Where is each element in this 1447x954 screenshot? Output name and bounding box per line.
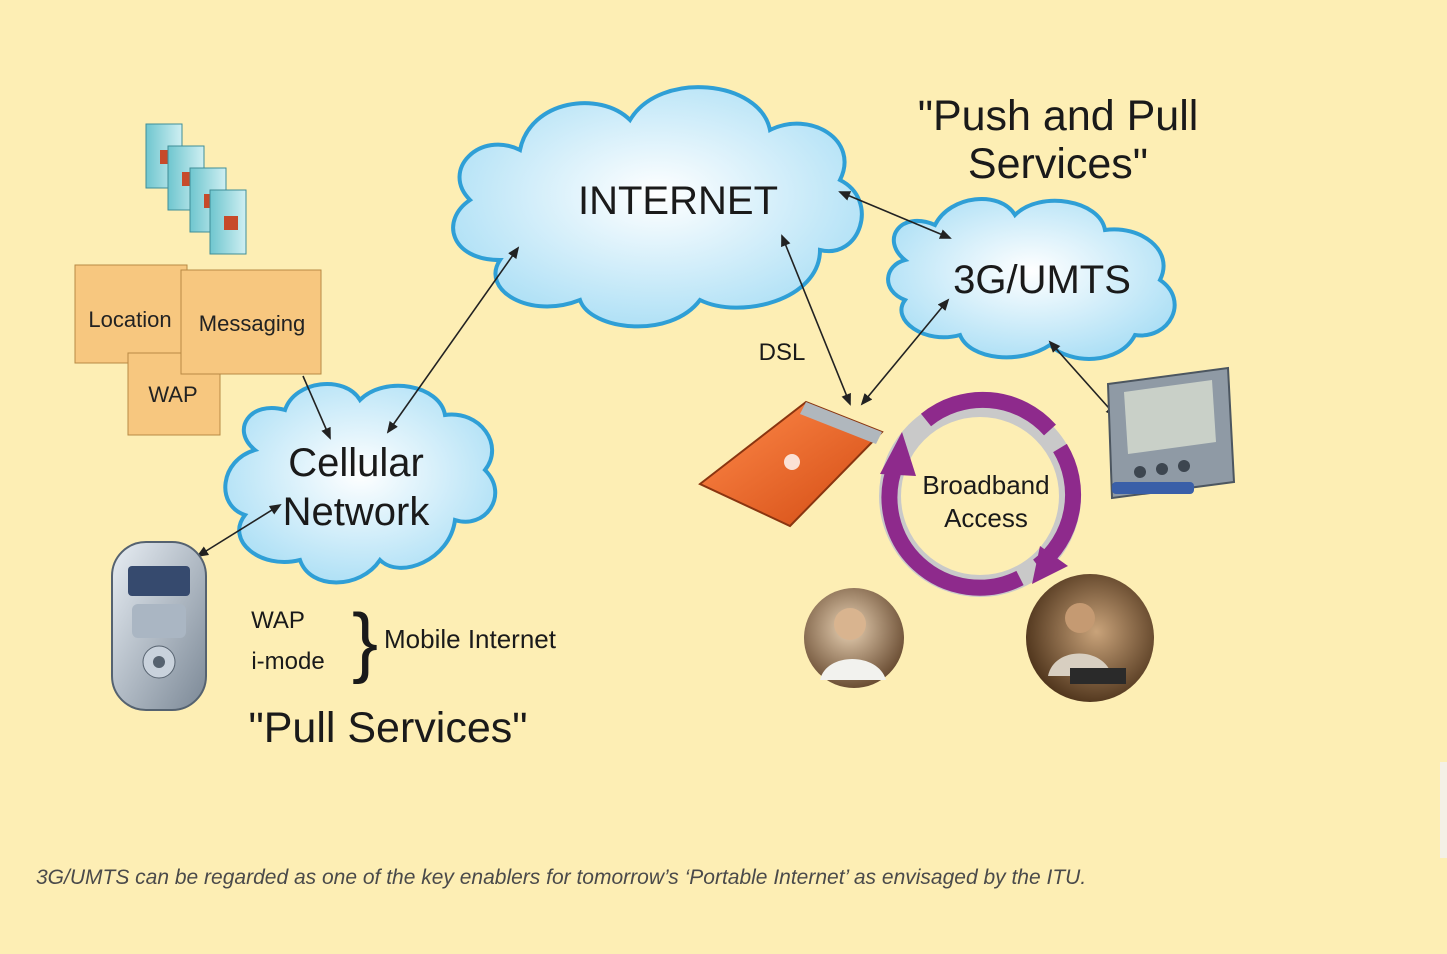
- figure-caption: 3G/UMTS can be regarded as one of the ke…: [36, 866, 1087, 889]
- connectors: [196, 191, 1118, 558]
- wap-box: [127, 352, 221, 436]
- location-label: Location: [88, 307, 171, 332]
- pda-icon: [1106, 366, 1236, 500]
- dsl-arrow: [781, 234, 851, 406]
- page-edge-strip: [1440, 762, 1447, 858]
- internet-umts-arrow: [838, 191, 952, 239]
- pull-heading: "Pull Services": [248, 704, 527, 752]
- broadband-label-line2: Access: [944, 503, 1028, 533]
- messaging-box: [180, 269, 322, 375]
- server-stack-icon: [145, 123, 247, 255]
- broadband-label-line1: Broadband: [922, 470, 1049, 500]
- pc-card-icon: [698, 400, 884, 528]
- phone-cellular-arrow: [196, 503, 282, 558]
- person-laptop-photo: [1026, 574, 1154, 702]
- umts-pda-arrow: [1048, 340, 1118, 418]
- brace-glyph: }: [352, 597, 378, 685]
- cellular-label-line2: Network: [283, 490, 431, 534]
- mobile-phone-icon: [111, 541, 207, 711]
- dsl-label: DSL: [759, 339, 806, 366]
- imode-label: i-mode: [251, 648, 324, 675]
- cellular-internet-arrow: [386, 246, 520, 434]
- person-phone-photo: [804, 588, 904, 688]
- umts-label: 3G/UMTS: [953, 258, 1131, 302]
- push-pull-heading-line1: "Push and Pull: [918, 92, 1199, 140]
- wap-label: WAP: [251, 607, 305, 634]
- wap-box-label: WAP: [148, 382, 197, 407]
- mobile-internet-label: Mobile Internet: [384, 624, 557, 654]
- cellular-label-line1: Cellular: [288, 441, 424, 485]
- messaging-label: Messaging: [199, 311, 305, 336]
- messaging-to-cellular-arrow: [302, 375, 331, 440]
- push-pull-heading-line2: Services": [968, 140, 1148, 188]
- umts-card-arrow: [860, 298, 950, 406]
- broadband-cycle-ring: [879, 391, 1082, 597]
- internet-label: INTERNET: [578, 179, 778, 223]
